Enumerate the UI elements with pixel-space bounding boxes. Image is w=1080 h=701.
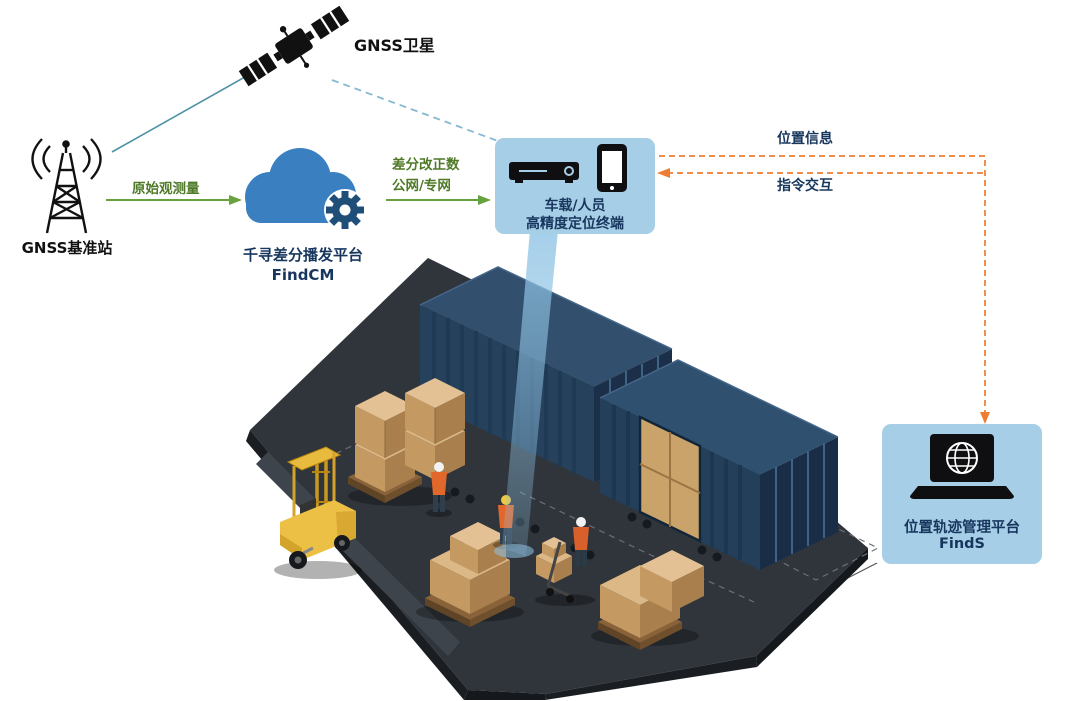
container-front xyxy=(599,359,839,570)
terminal-device-icons xyxy=(509,144,627,192)
finds-label-line1: 位置轨迹管理平台 xyxy=(904,520,1020,536)
raw-observation-label: 原始观测量 xyxy=(132,181,200,197)
command-arrow xyxy=(657,168,983,178)
receiver-icon xyxy=(509,162,579,183)
cloud-icon xyxy=(245,148,366,231)
worker xyxy=(426,462,452,517)
worker-with-pallet-jack xyxy=(535,517,595,606)
corrections-label-line2: 公网/专网 xyxy=(392,178,451,194)
gnss-satellite-icon xyxy=(238,5,350,87)
finds-label-line2: FindS xyxy=(938,536,986,552)
laptop-globe-icon xyxy=(910,434,1014,499)
cloud-platform-label-line1: 千寻差分播发平台 xyxy=(242,246,363,264)
raw-observation-arrow xyxy=(106,195,242,205)
terminal-label-line1: 车载/人员 xyxy=(544,198,606,214)
corrections-arrow xyxy=(386,195,491,205)
container-door-bars xyxy=(775,443,825,562)
forklift xyxy=(274,446,362,579)
pallet-stack-middle xyxy=(416,522,524,627)
satellite-label: GNSS卫星 xyxy=(354,36,435,55)
container-wheels xyxy=(627,512,722,562)
positioning-beam xyxy=(494,230,558,558)
corrections-label-line1: 差分改正数 xyxy=(392,157,460,173)
warehouse-illustration xyxy=(246,230,880,700)
pallet-stack-left xyxy=(348,378,465,506)
terminal-bubble: 车载/人员 高精度定位终端 xyxy=(495,138,655,234)
terminal-label-line2: 高精度定位终端 xyxy=(526,216,624,232)
finds-bubble: 位置轨迹管理平台 FindS xyxy=(882,424,1042,564)
cloud-platform-label-line2: FindCM xyxy=(271,266,335,284)
smartphone-icon xyxy=(597,144,627,192)
base-station-tower-icon xyxy=(31,138,102,234)
pallet-stack-right xyxy=(591,550,704,650)
gear-icon xyxy=(324,189,366,231)
finds-platform-icon xyxy=(910,434,1014,499)
position-info-label: 位置信息 xyxy=(777,131,833,147)
platform-top xyxy=(250,258,868,694)
position-info-arrow xyxy=(659,155,990,424)
command-interaction-label: 指令交互 xyxy=(777,178,833,194)
satellite-to-base-link xyxy=(111,63,269,153)
base-station-label: GNSS基准站 xyxy=(21,239,113,257)
signal-waves-icon xyxy=(31,138,102,180)
container-open-door xyxy=(638,415,702,543)
satellite-to-terminal-link xyxy=(331,79,499,142)
